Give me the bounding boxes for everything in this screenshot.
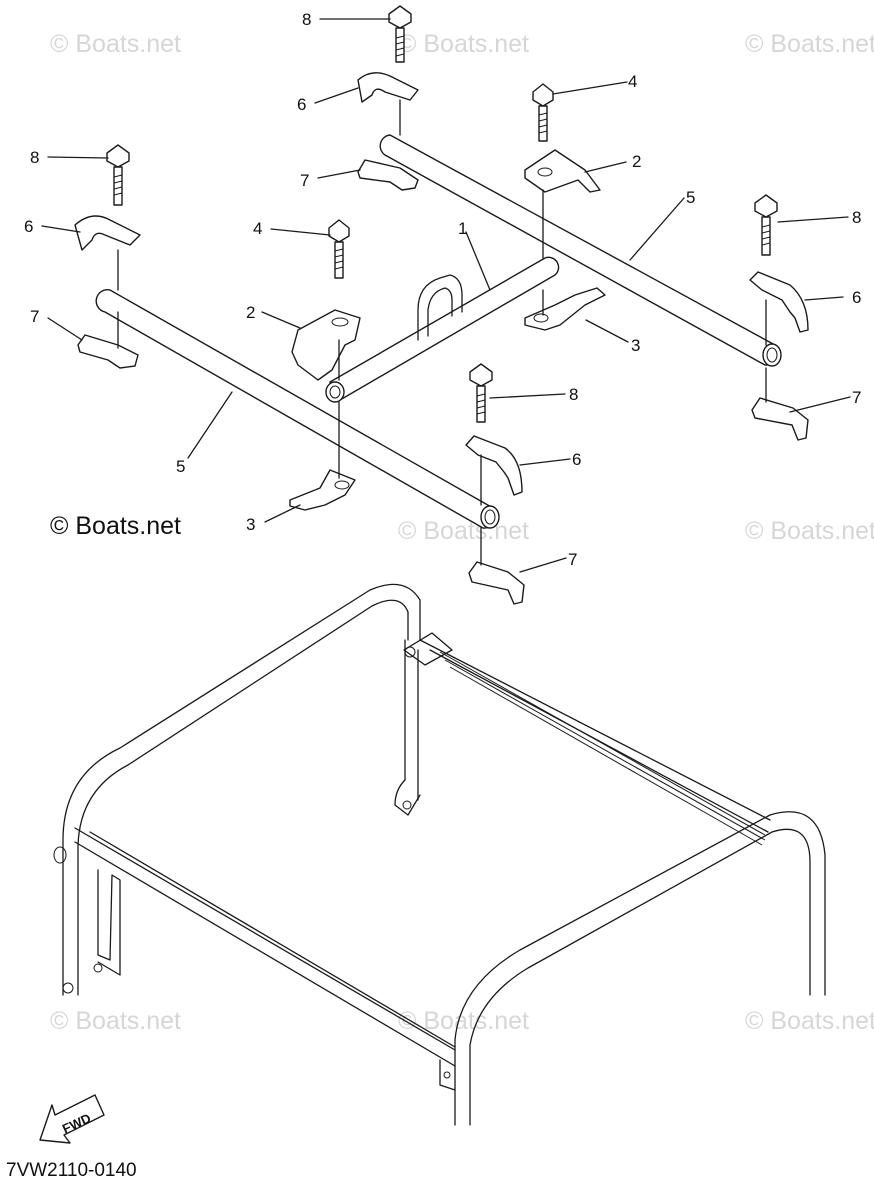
- callout-8: 8: [852, 208, 861, 227]
- clamp-2-left: [291, 309, 361, 381]
- watermark-text: © Boats.net: [745, 517, 874, 545]
- watermark-text: © Boats.net: [50, 30, 181, 58]
- callout-3: 3: [246, 515, 255, 534]
- clamp-6-top: [357, 72, 419, 103]
- alignment-lines: [117, 99, 767, 566]
- watermark-text: © Boats.net: [398, 30, 529, 58]
- watermark-text: © Boats.net: [398, 517, 529, 545]
- callout-7: 7: [300, 171, 309, 190]
- callout-7: 7: [30, 307, 39, 326]
- callout-7: 7: [852, 388, 861, 407]
- callout-4: 4: [628, 72, 637, 91]
- plate-7-center: [468, 561, 525, 605]
- callout-4: 4: [253, 219, 262, 238]
- plate-7-left: [77, 334, 139, 369]
- bolt-4-left: [328, 219, 350, 279]
- roll-cage-frame: [53, 583, 826, 1126]
- callout-5: 5: [176, 457, 185, 476]
- diagram-code: 7VW2110-0140: [6, 1160, 137, 1181]
- stay-3-right: [524, 287, 606, 331]
- callout-5: 5: [686, 188, 695, 207]
- clamp-6-center: [465, 435, 523, 496]
- callout-labels: 8 6 7 8 6 7 4 2 5 8 6 7 3 1 4 2 5 3 8 6 …: [24, 10, 861, 569]
- callout-8: 8: [30, 148, 39, 167]
- callout-2: 2: [632, 152, 641, 171]
- callout-2: 2: [246, 303, 255, 322]
- clamp-6-right: [749, 271, 809, 333]
- callout-3: 3: [631, 336, 640, 355]
- clamp-2-right: [524, 149, 601, 193]
- callout-8: 8: [302, 10, 311, 29]
- bolt-8-top: [388, 5, 412, 63]
- callout-6: 6: [24, 217, 33, 236]
- plate-7-right: [751, 397, 809, 441]
- watermark-text: © Boats.net: [745, 1007, 874, 1035]
- copyright-notice: © Boats.net: [50, 512, 181, 540]
- callout-8: 8: [569, 385, 578, 404]
- callout-7: 7: [568, 550, 577, 569]
- bolt-8-center: [469, 363, 493, 423]
- stay-3-left: [289, 469, 356, 511]
- bolt-8-left: [106, 144, 130, 206]
- watermark-text: © Boats.net: [398, 1007, 529, 1035]
- bolt-8-right: [754, 194, 778, 256]
- callout-6: 6: [572, 450, 581, 469]
- watermark-text: © Boats.net: [745, 30, 874, 58]
- tube-front-5: [95, 289, 500, 529]
- tube-rear-5: [379, 134, 782, 367]
- callout-1: 1: [458, 219, 467, 238]
- plate-7-top: [357, 159, 419, 191]
- leader-lines: [41, 18, 851, 573]
- callout-6: 6: [297, 95, 306, 114]
- watermark-text: © Boats.net: [50, 1007, 181, 1035]
- bolt-4-right: [532, 83, 554, 142]
- clamp-6-left: [74, 215, 141, 251]
- handle-bar-1: [325, 256, 560, 403]
- callout-6: 6: [852, 288, 861, 307]
- fwd-arrow-icon: FWD: [39, 1094, 105, 1144]
